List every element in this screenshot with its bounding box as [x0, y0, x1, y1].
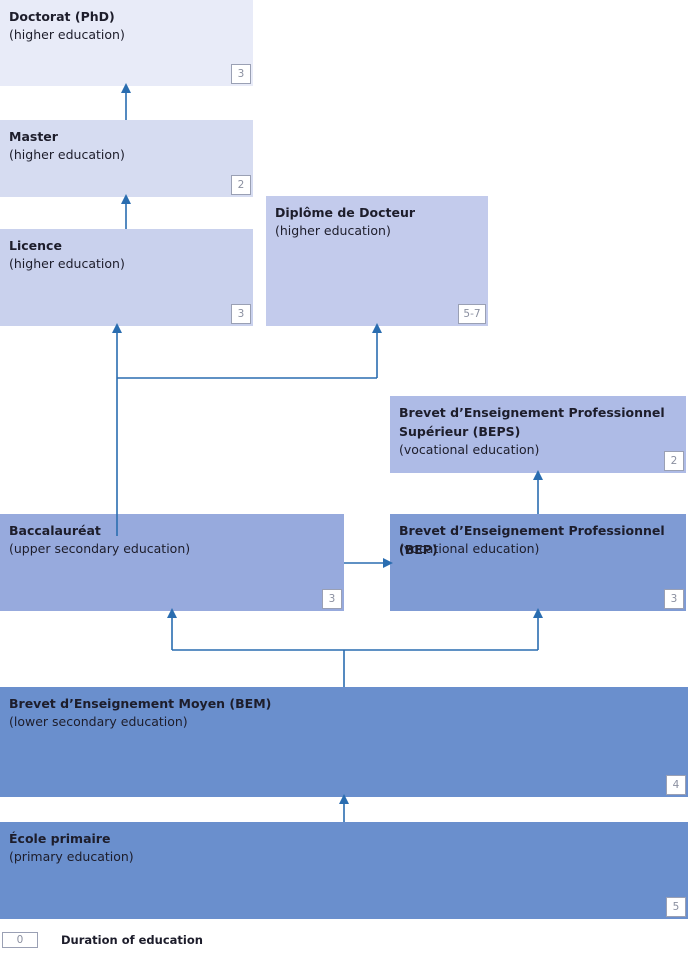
duration-badge: 2 [664, 451, 684, 471]
duration-badge: 3 [664, 589, 684, 609]
node-master: Master (higher education) 2 [0, 120, 253, 197]
node-subtitle: (upper secondary education) [9, 541, 191, 556]
node-bep: Brevet d’Enseignement Professionnel (BEP… [390, 514, 686, 611]
node-title: Brevet d’Enseignement Professionnel (BEP… [399, 523, 665, 557]
duration-badge: 5 [666, 897, 686, 917]
legend-label: Duration of education [61, 933, 203, 947]
duration-badge: 2 [231, 175, 251, 195]
duration-badge: 4 [666, 775, 686, 795]
node-title: Master [9, 129, 58, 144]
node-baccalaureat: Baccalauréat (upper secondary education)… [0, 514, 344, 611]
node-title-line2: Supérieur (BEPS) [399, 424, 521, 439]
node-subtitle: (higher education) [275, 223, 391, 238]
node-subtitle: (vocational education) [399, 442, 540, 457]
legend-duration-sample: 0 [2, 932, 38, 948]
node-diplome-docteur: Diplôme de Docteur (higher education) 5-… [266, 196, 488, 326]
node-bem: Brevet d’Enseignement Moyen (BEM) (lower… [0, 687, 688, 797]
node-title: École primaire [9, 831, 111, 846]
node-licence: Licence (higher education) 3 [0, 229, 253, 326]
node-subtitle: (vocational education) [399, 541, 540, 556]
node-title-line1: Brevet d’Enseignement Professionnel [399, 405, 665, 420]
node-title: Licence [9, 238, 62, 253]
duration-badge: 5-7 [458, 304, 486, 324]
node-title: Doctorat (PhD) [9, 9, 115, 24]
node-ecole-primaire: École primaire (primary education) 5 [0, 822, 688, 919]
node-doctorat: Doctorat (PhD) (higher education) 3 [0, 0, 253, 86]
node-subtitle: (higher education) [9, 256, 125, 271]
node-subtitle: (higher education) [9, 147, 125, 162]
node-subtitle: (higher education) [9, 27, 125, 42]
duration-badge: 3 [231, 304, 251, 324]
duration-badge: 3 [231, 64, 251, 84]
node-title: Brevet d’Enseignement Moyen (BEM) [9, 696, 272, 711]
node-title: Baccalauréat [9, 523, 101, 538]
node-subtitle: (primary education) [9, 849, 134, 864]
duration-badge: 3 [322, 589, 342, 609]
node-title: Diplôme de Docteur [275, 205, 416, 220]
node-beps: Brevet d’Enseignement Professionnel Supé… [390, 396, 686, 473]
node-subtitle: (lower secondary education) [9, 714, 188, 729]
